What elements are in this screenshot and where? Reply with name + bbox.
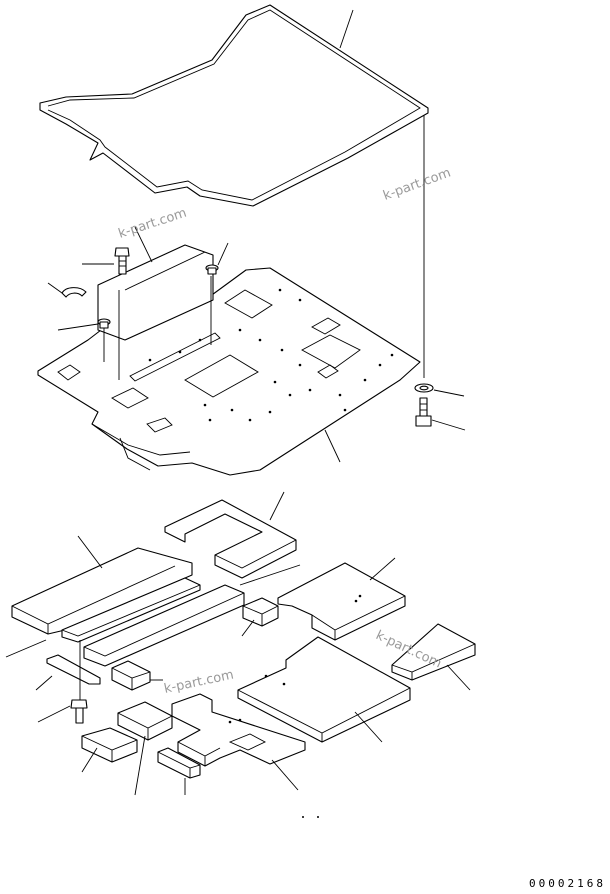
mat-l-shape — [171, 693, 306, 791]
footnote-marks — [302, 816, 319, 818]
drawing-code: 00002168 — [529, 877, 606, 890]
mat-block-small-3 — [117, 701, 173, 796]
floor-plate-holes — [148, 288, 394, 422]
leader-side-plate — [134, 226, 153, 263]
mat-block-small-2 — [111, 660, 163, 691]
mat-square-right — [277, 557, 406, 641]
mat-block-right — [391, 623, 476, 691]
mat-block-small-1 — [241, 597, 279, 637]
cap-right — [205, 242, 229, 275]
mat-block-small-5 — [157, 747, 201, 795]
floor-plate — [37, 267, 421, 476]
mat-u-shape — [164, 491, 297, 579]
clip — [47, 282, 87, 298]
bracket — [5, 639, 101, 691]
mat-block-small-4 — [81, 727, 138, 773]
leader-frame — [339, 9, 354, 49]
mat-strip-1 — [61, 577, 201, 643]
bolt-lower-right — [415, 397, 466, 431]
side-plate — [97, 244, 214, 380]
bolt-lower-left — [37, 699, 88, 724]
watermark: k-part.com — [163, 668, 235, 697]
floor-seal-frame — [39, 4, 429, 207]
watermark: k-part.com — [381, 165, 453, 203]
leader-floor-plate — [324, 429, 341, 463]
watermark: k-part.com — [117, 206, 189, 242]
mat-large-floor — [237, 636, 411, 743]
washer — [414, 383, 465, 397]
cap-left — [57, 318, 111, 362]
bolt-upper-left — [82, 247, 130, 275]
